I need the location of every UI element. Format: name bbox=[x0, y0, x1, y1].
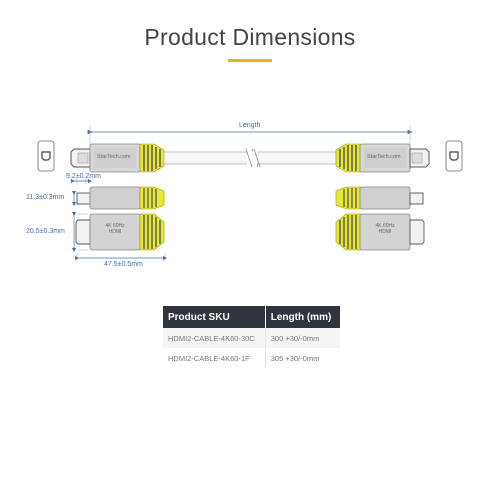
connector-print-left: 4K 60Hz HDMI bbox=[105, 223, 125, 235]
table-row: HDMI2-CABLE-4K60-1F 305 +30/-0mm bbox=[163, 348, 340, 368]
brand-print-left: StarTech.com bbox=[97, 154, 131, 160]
body-length-label: 47.5±0.5mm bbox=[104, 261, 143, 268]
page-title: Product Dimensions bbox=[144, 24, 356, 50]
cable-diagram bbox=[37, 126, 463, 262]
length-cell: 300 +30/-0mm bbox=[265, 328, 340, 348]
length-cell: 305 +30/-0mm bbox=[265, 348, 340, 368]
table-header-row: Product SKU Length (mm) bbox=[163, 306, 340, 328]
connector-print-right: 4K 60Hz HDMI bbox=[375, 223, 395, 235]
hdmi-cable-top-view bbox=[70, 143, 430, 173]
brand-print-right: StarTech.com bbox=[367, 154, 401, 160]
tip-height-label: 11.3±0.3mm bbox=[26, 194, 65, 201]
hdmi-port-icon-left bbox=[37, 140, 55, 172]
header-length: Length (mm) bbox=[265, 306, 340, 328]
header-product-sku: Product SKU bbox=[163, 306, 266, 328]
sku-cell: HDMI2-CABLE-4K60-1F bbox=[163, 348, 266, 368]
sku-cell: HDMI2-CABLE-4K60-30C bbox=[163, 328, 266, 348]
hdmi-connector-side-view bbox=[70, 178, 424, 210]
sku-table: Product SKU Length (mm) HDMI2-CABLE-4K60… bbox=[163, 306, 340, 368]
table-row: HDMI2-CABLE-4K60-30C 300 +30/-0mm bbox=[163, 328, 340, 348]
tip-width-label: 9.2±0.2mm bbox=[66, 173, 101, 180]
hdmi-connector-bottom-view bbox=[71, 211, 425, 262]
hdmi-port-icon-right bbox=[445, 140, 463, 172]
title-underline bbox=[228, 59, 272, 62]
body-height-label: 20.5±0.3mm bbox=[26, 228, 65, 235]
length-label: Length bbox=[239, 122, 261, 129]
